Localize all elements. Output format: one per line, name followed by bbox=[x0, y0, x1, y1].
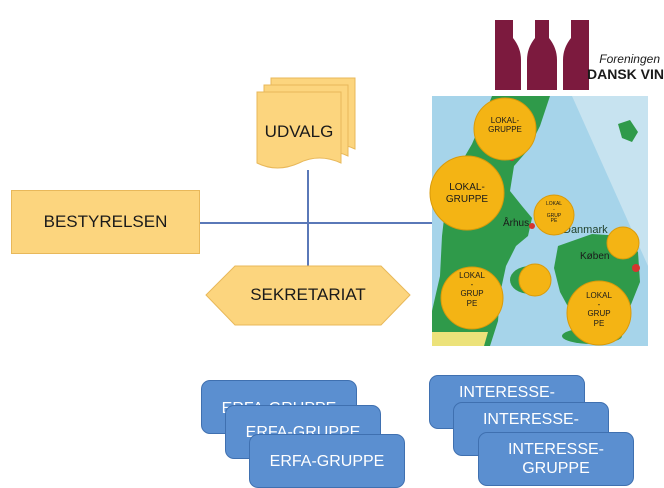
local-group-circle bbox=[518, 263, 552, 297]
map-label-koeben: Køben bbox=[580, 251, 610, 262]
secretariat-hexagon bbox=[205, 265, 411, 326]
logo-foreningen: Foreningen bbox=[599, 52, 660, 66]
local-group-circle bbox=[533, 194, 575, 236]
wine-bottles-logo-icon bbox=[495, 20, 589, 90]
committee-label: UDVALG bbox=[264, 122, 334, 141]
map-label-danmark: Danmark bbox=[563, 224, 608, 236]
interest-group-box: INTERESSE- GRUPPE bbox=[478, 432, 634, 486]
local-group-circle bbox=[440, 266, 504, 330]
local-group-circle bbox=[429, 155, 505, 231]
local-group-circle bbox=[566, 280, 632, 346]
local-group-label-1: LOKAL-GRUPPE bbox=[488, 116, 522, 135]
map-germany bbox=[432, 332, 488, 346]
map-island-east bbox=[618, 120, 638, 142]
local-group-circle bbox=[473, 97, 537, 161]
board-box bbox=[11, 190, 200, 254]
committee-documents bbox=[256, 77, 356, 169]
committee-doc-front bbox=[256, 91, 342, 169]
local-group-label-2: LOKAL-GRUPPE bbox=[445, 182, 489, 205]
map-city-dot bbox=[529, 223, 535, 229]
map-label-aarhus: Århus bbox=[503, 218, 530, 229]
logo-dansk-vin: DANSK VIN bbox=[586, 66, 664, 82]
map-city-dot bbox=[632, 264, 640, 272]
board-label: BESTYRELSEN bbox=[43, 212, 168, 231]
erfa-group-box: ERFA-GRUPPE bbox=[249, 434, 405, 488]
secretariat-label: SEKRETARIAT bbox=[250, 285, 366, 304]
local-group-circle bbox=[606, 226, 640, 260]
